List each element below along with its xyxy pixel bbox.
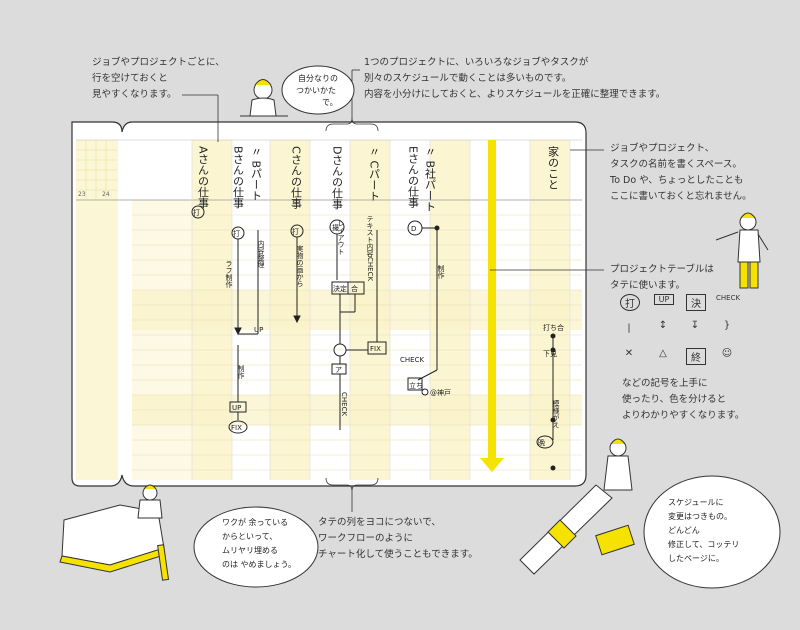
mark-e-box: 立ち xyxy=(409,381,423,390)
annotation-line: タテに使います。 xyxy=(610,280,686,291)
mark-b-start: 打 xyxy=(233,229,240,238)
legend-symbol: CHECK xyxy=(716,294,741,302)
legend-symbol: ↕ xyxy=(658,320,668,331)
legend-symbol: } xyxy=(723,320,731,331)
annotation-line: ワークフローのように xyxy=(318,533,414,544)
mark-b-task2: 内容整理 xyxy=(257,239,265,268)
annotation-line: タテの列をヨコにつないで、 xyxy=(318,517,441,528)
mark-home-1: 打ち合 xyxy=(543,323,564,332)
column-header-1: Bさんの仕事 xyxy=(232,146,245,209)
mark-b-fix: FIX xyxy=(231,424,242,432)
page-number-23: 23 xyxy=(78,191,86,198)
mark-b-task1: ラフ制作 xyxy=(225,260,233,289)
annotation-right-top: ジョブやプロジェクト、 タスクの名前を書くスペース。 To Do や、ちょっとし… xyxy=(610,141,752,205)
bubble-br-line-1: 変更はつきもの。 xyxy=(668,511,732,521)
mark-b-task3: 制作 xyxy=(237,364,245,380)
annotation-line: タスクの名前を書くスペース。 xyxy=(610,159,742,170)
annotation-line: ここに書いておくと忘れません。 xyxy=(610,191,752,202)
bubble-br-line-0: スケジュールに xyxy=(668,498,723,507)
mark-d-fix: FIX xyxy=(370,345,381,353)
annotation-line: プロジェクトテーブルは xyxy=(610,264,714,275)
annotation-line: などの記号を上手に xyxy=(622,378,708,389)
character-left xyxy=(59,484,170,581)
bubble-bl-line-1: からといって、 xyxy=(222,532,277,541)
legend-symbol: ↧ xyxy=(690,320,700,331)
mark-d-mid: 決定 xyxy=(333,284,347,293)
symbol-legend: 打 UP 決 CHECK 丨 ↕ ↧ } ✕ △ 終 ☺ xyxy=(620,294,740,370)
mark-e-check: CHECK xyxy=(400,356,424,364)
bubble-bl-line-2: ムリヤリ埋める xyxy=(222,545,278,555)
mark-d-tbox: ア xyxy=(335,366,342,374)
mark-d-check: CHECK xyxy=(340,392,348,416)
mark-d-start: 撮 xyxy=(332,223,339,232)
legend-symbol: 決 xyxy=(686,294,706,311)
annotation-right-bottom: などの記号を上手に 使ったり、色を分けると よりわかりやすくなります。 xyxy=(622,376,744,424)
character-top xyxy=(240,79,288,117)
annotation-line: 見やすくなります。 xyxy=(92,89,177,100)
mark-e-task: 制作 xyxy=(437,264,445,280)
mark-d-up: 合 xyxy=(351,284,358,293)
column-header-7: 〃 B社パート xyxy=(424,146,437,212)
notebook-spread xyxy=(71,121,587,487)
bubble-br-line-2: どんどん xyxy=(668,526,700,535)
bubble-top-line-2: で。 xyxy=(322,98,338,107)
mark-c-task: 実物の画から xyxy=(296,244,304,287)
annotation-right-mid: プロジェクトテーブルは タテに使います。 xyxy=(610,262,714,294)
annotation-line: 行を空けておくと xyxy=(92,73,168,84)
column-header-6: Eさんの仕事 xyxy=(407,146,420,208)
annotation-line: 別々のスケジュールで動くことは多いものです。 xyxy=(364,73,572,84)
speech-bubble-bottom-right xyxy=(643,475,781,589)
mark-a-start: 打 xyxy=(193,208,200,217)
legend-symbol: UP xyxy=(654,294,674,305)
speech-bubble-top xyxy=(281,65,355,115)
page-number-24: 24 xyxy=(102,191,110,198)
annotation-line: ジョブやプロジェクト、 xyxy=(610,143,715,154)
legend-symbol: ☺ xyxy=(721,348,733,359)
legend-symbol: ✕ xyxy=(624,348,634,359)
annotation-line: 1つのプロジェクトに、いろいろなジョブやタスクが xyxy=(364,57,589,68)
annotation-line: ジョブやプロジェクトごとに、 xyxy=(92,57,225,68)
column-header-0: Aさんの仕事 xyxy=(197,146,210,209)
annotation-line: よりわかりやすくなります。 xyxy=(622,410,745,421)
mark-b-up2: UP xyxy=(232,404,241,412)
schedule-flows xyxy=(191,205,556,471)
annotation-line: To Do や、ちょっとしたことも xyxy=(610,175,744,186)
column-header-4: Dさんの仕事 xyxy=(331,146,344,209)
bubble-top-line-1: つかいかた xyxy=(296,86,336,95)
annotation-top-center: 1つのプロジェクトに、いろいろなジョブやタスクが 別々のスケジュールで動くことは… xyxy=(364,55,665,103)
mark-home-2: 下見 xyxy=(543,350,557,358)
annotation-top-left: ジョブやプロジェクトごとに、 行を空けておくと 見やすくなります。 xyxy=(92,55,225,103)
column-header-8: 家のこと xyxy=(547,145,560,190)
annotation-line: 使ったり、色を分けると xyxy=(622,394,727,405)
legend-symbol: 丨 xyxy=(624,324,634,335)
mark-e-start: D xyxy=(411,225,416,233)
annotation-bottom-center: タテの列をヨコにつないで、 ワークフローのように チャート化して使うこともできま… xyxy=(318,515,478,563)
bubble-br-line-4: したページに。 xyxy=(668,554,724,563)
speech-bubble-bottom-left xyxy=(193,506,319,588)
yellow-down-arrow xyxy=(480,140,504,472)
column-header-5: 〃 Cパート xyxy=(368,146,381,201)
bubble-bl-line-0: ワクが 余っている xyxy=(222,517,288,527)
mark-b-up: UP xyxy=(254,326,263,334)
legend-symbol: △ xyxy=(659,348,667,359)
mark-d-task2: テキスト内容CHECK xyxy=(366,215,374,281)
mark-c-start: 打 xyxy=(292,227,299,236)
mark-home-3: 模様がえ xyxy=(552,399,560,428)
legend-symbol: 終 xyxy=(686,348,706,365)
column-header-2: 〃 Bパート xyxy=(250,146,263,201)
column-header-3: Cさんの仕事 xyxy=(290,146,303,209)
mark-home-end: 晩 xyxy=(538,438,545,447)
character-eraser xyxy=(519,438,635,575)
mark-e-place: @神戸 xyxy=(430,388,451,397)
bubble-br-line-3: 修正して、コッテリ xyxy=(668,539,739,549)
mark-d-task1: レイアウト xyxy=(337,220,345,255)
bubble-top-line-0: 自分なりの xyxy=(298,73,338,83)
legend-symbol: 打 xyxy=(620,294,640,311)
annotation-line: 内容を小分けにしておくと、よりスケジュールを正確に整理できます。 xyxy=(364,89,666,100)
character-right xyxy=(715,212,769,289)
annotation-line: チャート化して使うこともできます。 xyxy=(318,549,478,560)
bubble-bl-line-3: のは やめましょう。 xyxy=(222,560,296,569)
